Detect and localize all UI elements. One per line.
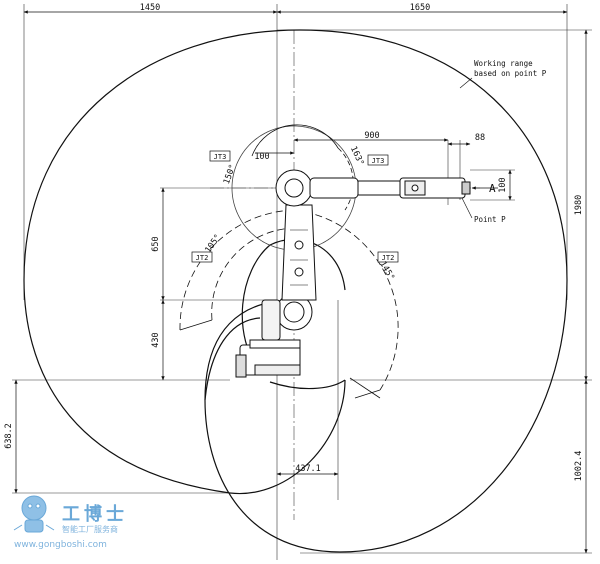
dim-437-1: 437.1 bbox=[295, 464, 321, 474]
jt2-rotation-range bbox=[179, 209, 399, 391]
jt3-tag-left: JT3 bbox=[209, 150, 231, 162]
dim-430: 430 bbox=[151, 332, 161, 347]
extension-lines bbox=[12, 4, 592, 560]
watermark-brand: 工博士 bbox=[62, 503, 128, 525]
jt2-tag-right: JT2 bbox=[377, 251, 399, 263]
dim-1650: 1650 bbox=[410, 3, 430, 13]
center-lines bbox=[210, 30, 480, 520]
view-a-label: A bbox=[489, 182, 496, 195]
dim-100-top: 100 bbox=[254, 152, 269, 162]
svg-text:based on point P: based on point P bbox=[474, 69, 547, 78]
svg-text:JT3: JT3 bbox=[372, 157, 385, 165]
angle-jt2-145: 145° bbox=[377, 260, 396, 283]
svg-text:JT2: JT2 bbox=[196, 254, 209, 262]
working-range-envelope bbox=[23, 29, 568, 553]
jt2-tag-left: JT2 bbox=[191, 251, 213, 263]
dim-1980: 1980 bbox=[574, 195, 584, 215]
robot-arm bbox=[235, 169, 471, 378]
jt3-tag-right: JT3 bbox=[367, 154, 389, 166]
dimension-lines bbox=[14, 10, 588, 554]
dim-900: 900 bbox=[364, 131, 379, 141]
dim-650: 650 bbox=[151, 236, 161, 251]
svg-text:JT3: JT3 bbox=[214, 153, 227, 161]
angle-jt2-105: 105° bbox=[203, 233, 223, 256]
point-p-note: Point P bbox=[461, 197, 506, 224]
watermark-url: www.gongboshi.com bbox=[14, 540, 107, 550]
angle-jt3-150: 150° bbox=[222, 163, 238, 186]
svg-text:Working range: Working range bbox=[474, 59, 533, 68]
dim-100-right: 100 bbox=[498, 177, 508, 192]
svg-text:Point P: Point P bbox=[474, 215, 506, 224]
dim-1450: 1450 bbox=[140, 3, 160, 13]
dim-638-2: 638.2 bbox=[4, 423, 14, 449]
robot-mascot-icon bbox=[13, 495, 55, 533]
watermark-tagline: 智能工厂服务商 bbox=[62, 524, 118, 534]
angle-jt3-163: 163° bbox=[348, 145, 366, 168]
svg-text:JT2: JT2 bbox=[382, 254, 395, 262]
dim-88: 88 bbox=[475, 133, 485, 143]
gongboshi-watermark: 工博士 智能工厂服务商 www.gongboshi.com bbox=[13, 495, 128, 550]
joint-tags: JT3 JT3 JT2 JT2 bbox=[191, 150, 399, 263]
dimension-labels: 1450 1650 900 88 100 100 1980 650 430 63… bbox=[4, 3, 584, 481]
jt2-range-ticks bbox=[179, 319, 381, 399]
working-range-note: Working range based on point P bbox=[459, 59, 547, 89]
dim-1002-4: 1002.4 bbox=[574, 451, 584, 482]
